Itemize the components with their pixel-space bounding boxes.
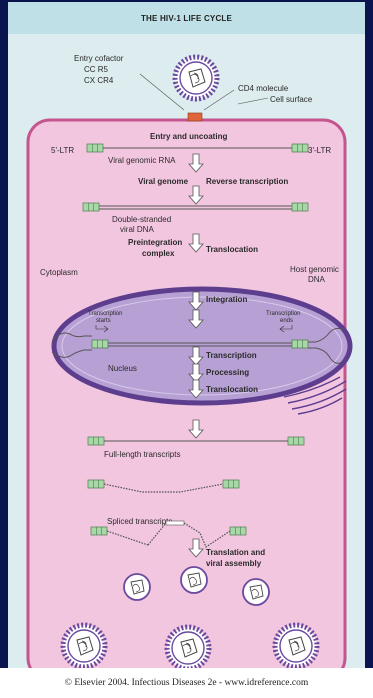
assembling-virion-2-icon — [181, 567, 207, 593]
translocation-label: Translocation — [206, 245, 258, 254]
integration-label: Integration — [206, 295, 247, 304]
hiv-lifecycle-diagram: Entry cofactor CC R5 CX CR4 CD4 molecule… — [8, 2, 365, 668]
dsdna-ltr3-box — [292, 203, 308, 211]
rna-ltr3-box — [292, 144, 308, 152]
spliced1-right-box — [223, 480, 239, 488]
copyright-footer: © Elsevier 2004. Infectious Diseases 2e … — [0, 668, 373, 698]
entry-cofactor-label: Entry cofactor — [74, 54, 124, 63]
provirus-ltr5-box — [92, 340, 108, 348]
spliced1-left-box — [88, 480, 104, 488]
tx-starts-label-2: starts — [96, 318, 111, 324]
transcription-label: Transcription — [206, 351, 257, 360]
full-length-label: Full-length transcripts — [104, 450, 180, 459]
cd4-receptor-icon — [188, 113, 202, 121]
dsdna-label-2: viral DNA — [120, 225, 154, 234]
budding-virion-1-icon — [63, 625, 105, 667]
cd4-label: CD4 molecule — [238, 84, 289, 93]
cell-surface-label: Cell surface — [270, 95, 313, 104]
rna-ltr5-box — [87, 144, 103, 152]
cytoplasm-label: Cytoplasm — [40, 268, 78, 277]
dsdna-label-1: Double-stranded — [112, 215, 171, 224]
viral-rna-label: Viral genomic RNA — [108, 156, 176, 165]
preintegration-label-1: Preintegration — [128, 238, 182, 247]
budding-virion-2-icon — [167, 627, 209, 668]
spliced2-exon — [166, 521, 184, 525]
full-ltr3-box — [288, 437, 304, 445]
ltr5-label: 5'-LTR — [51, 146, 74, 155]
nucleus-label: Nucleus — [108, 364, 137, 373]
spliced-label: Spliced transcripts — [107, 517, 172, 526]
cxcr4-label: CX CR4 — [84, 76, 114, 85]
viral-genome-label: Viral genome — [138, 177, 189, 186]
budding-virion-3-icon — [275, 625, 317, 667]
assembling-virion-3-icon — [243, 579, 269, 605]
host-dna-label-2: DNA — [308, 275, 326, 284]
dsdna-ltr5-box — [83, 203, 99, 211]
assembling-virion-1-icon — [124, 574, 150, 600]
cell-surface-pointer — [238, 98, 268, 104]
processing-label: Processing — [206, 368, 249, 377]
ltr3-label: 3'-LTR — [308, 146, 331, 155]
translation-label-2: viral assembly — [206, 559, 262, 568]
tx-ends-label-1: Transcription — [266, 311, 300, 317]
ccr5-label: CC R5 — [84, 65, 109, 74]
spliced2-right-box — [230, 527, 246, 535]
translocation2-label: Translocation — [206, 385, 258, 394]
spliced2-left-box — [91, 527, 107, 535]
preintegration-label-2: complex — [142, 249, 175, 258]
tx-starts-label-1: Transcription — [88, 311, 122, 317]
translation-label-1: Translation and — [206, 548, 265, 557]
tx-ends-label-2: ends — [280, 318, 293, 324]
diagram-panel: THE HIV-1 LIFE CYCLE — [8, 2, 365, 668]
entering-virion-icon — [175, 57, 217, 99]
full-ltr5-box — [88, 437, 104, 445]
reverse-transcription-label: Reverse transcription — [206, 177, 288, 186]
host-dna-label-1: Host genomic — [290, 265, 339, 274]
provirus-ltr3-box — [292, 340, 308, 348]
entry-uncoating-label: Entry and uncoating — [150, 132, 227, 141]
